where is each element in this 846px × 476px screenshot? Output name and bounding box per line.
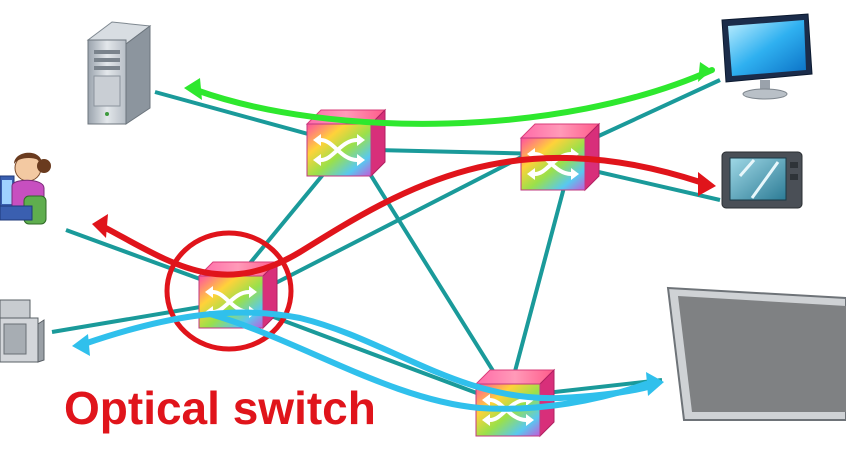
arrowhead	[646, 372, 664, 396]
fiber-link	[508, 164, 572, 391]
person-at-computer-icon[interactable]	[0, 152, 51, 225]
arrowhead	[72, 334, 90, 356]
fiber-link	[353, 148, 507, 392]
video-camera-icon[interactable]	[0, 299, 45, 363]
arrowhead	[92, 214, 108, 238]
optical-switch-icon[interactable]	[474, 368, 556, 438]
fiber-link	[374, 148, 546, 156]
fiber-link	[154, 90, 331, 142]
arrowhead	[698, 62, 712, 82]
television-icon[interactable]	[721, 151, 803, 209]
green-light-path	[193, 67, 715, 127]
large-flat-display-icon[interactable]	[666, 286, 846, 421]
arrowhead	[184, 78, 202, 100]
optical-switch-label: Optical switch	[64, 382, 376, 434]
desktop-monitor-icon[interactable]	[721, 13, 813, 100]
light-paths	[72, 62, 716, 412]
highlight-circle	[164, 230, 294, 352]
fiber-link	[589, 78, 721, 142]
red-light-path	[99, 154, 703, 278]
blue-light-path	[207, 311, 649, 412]
arrowhead	[698, 172, 716, 196]
fiber-link	[254, 308, 491, 400]
blue-light-path	[81, 309, 655, 402]
server-tower-icon[interactable]	[86, 21, 152, 125]
